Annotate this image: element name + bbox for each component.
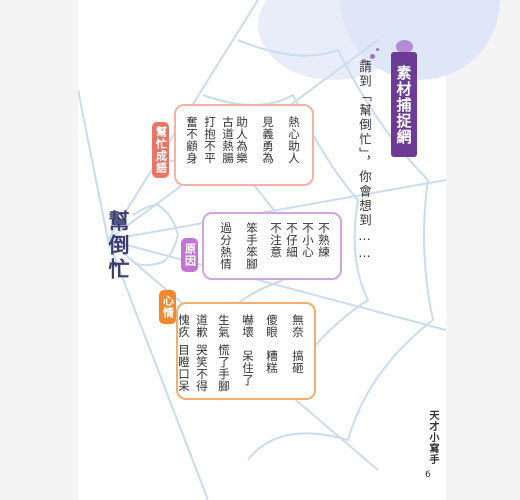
reasons-box: 不熟練 不小心 不仔細 不注意 笨手笨腳 過分熱情 [202, 212, 342, 280]
list-item: 呆住了 [241, 350, 255, 386]
list-item: 目瞪口呆 [177, 344, 191, 392]
list-item: 生氣 [217, 314, 231, 338]
tag-reasons: 原因 [181, 238, 198, 272]
list-item: 熱心助人 [287, 116, 301, 164]
side-label: 天才小寫手 [427, 410, 438, 465]
list-item: 慌了手腳 [217, 344, 231, 392]
feelings-box: 無奈 搞砸 傻眼 糟糕 嚇壞 呆住了 生氣 慌了手腳 道歉 哭笑不得 愧疚 目瞪… [176, 302, 316, 400]
brain-icon [396, 40, 413, 53]
list-item: 糟糕 [265, 350, 279, 374]
list-item: 助人為樂 [235, 116, 249, 164]
list-item: 不熟練 [317, 222, 331, 258]
section-title: 素材捕捉網 [391, 52, 417, 157]
list-item: 古道熱腸 [221, 116, 235, 164]
list-item: 打抱不平 [203, 116, 217, 164]
list-item: 笨手笨腳 [245, 222, 259, 270]
list-item: 嚇壞 [241, 314, 255, 338]
list-item: 搞砸 [291, 350, 305, 374]
center-label: 幫倒忙 [106, 210, 130, 282]
prompt-text: 請到「幫倒忙」，你會想到…… [357, 60, 372, 262]
list-item: 過分熱情 [219, 222, 233, 270]
list-item: 道歉 [195, 314, 209, 338]
list-item: 愧疚 [177, 314, 191, 338]
list-item: 哭笑不得 [195, 344, 209, 392]
page-number: 6 [425, 470, 431, 480]
list-item: 見義勇為 [261, 116, 275, 164]
list-item: 傻眼 [265, 314, 279, 338]
list-item: 不注意 [269, 222, 283, 258]
list-item: 奮不顧身 [185, 116, 199, 164]
idioms-box: 熱心助人 見義勇為 助人為樂 古道熱腸 打抱不平 奮不顧身 [174, 104, 314, 186]
tag-feelings: 心情 [159, 290, 176, 324]
list-item: 不仔細 [285, 222, 299, 258]
list-item: 無奈 [291, 314, 305, 338]
tag-idioms: 幫忙成語 [152, 122, 169, 178]
list-item: 不小心 [301, 222, 315, 258]
